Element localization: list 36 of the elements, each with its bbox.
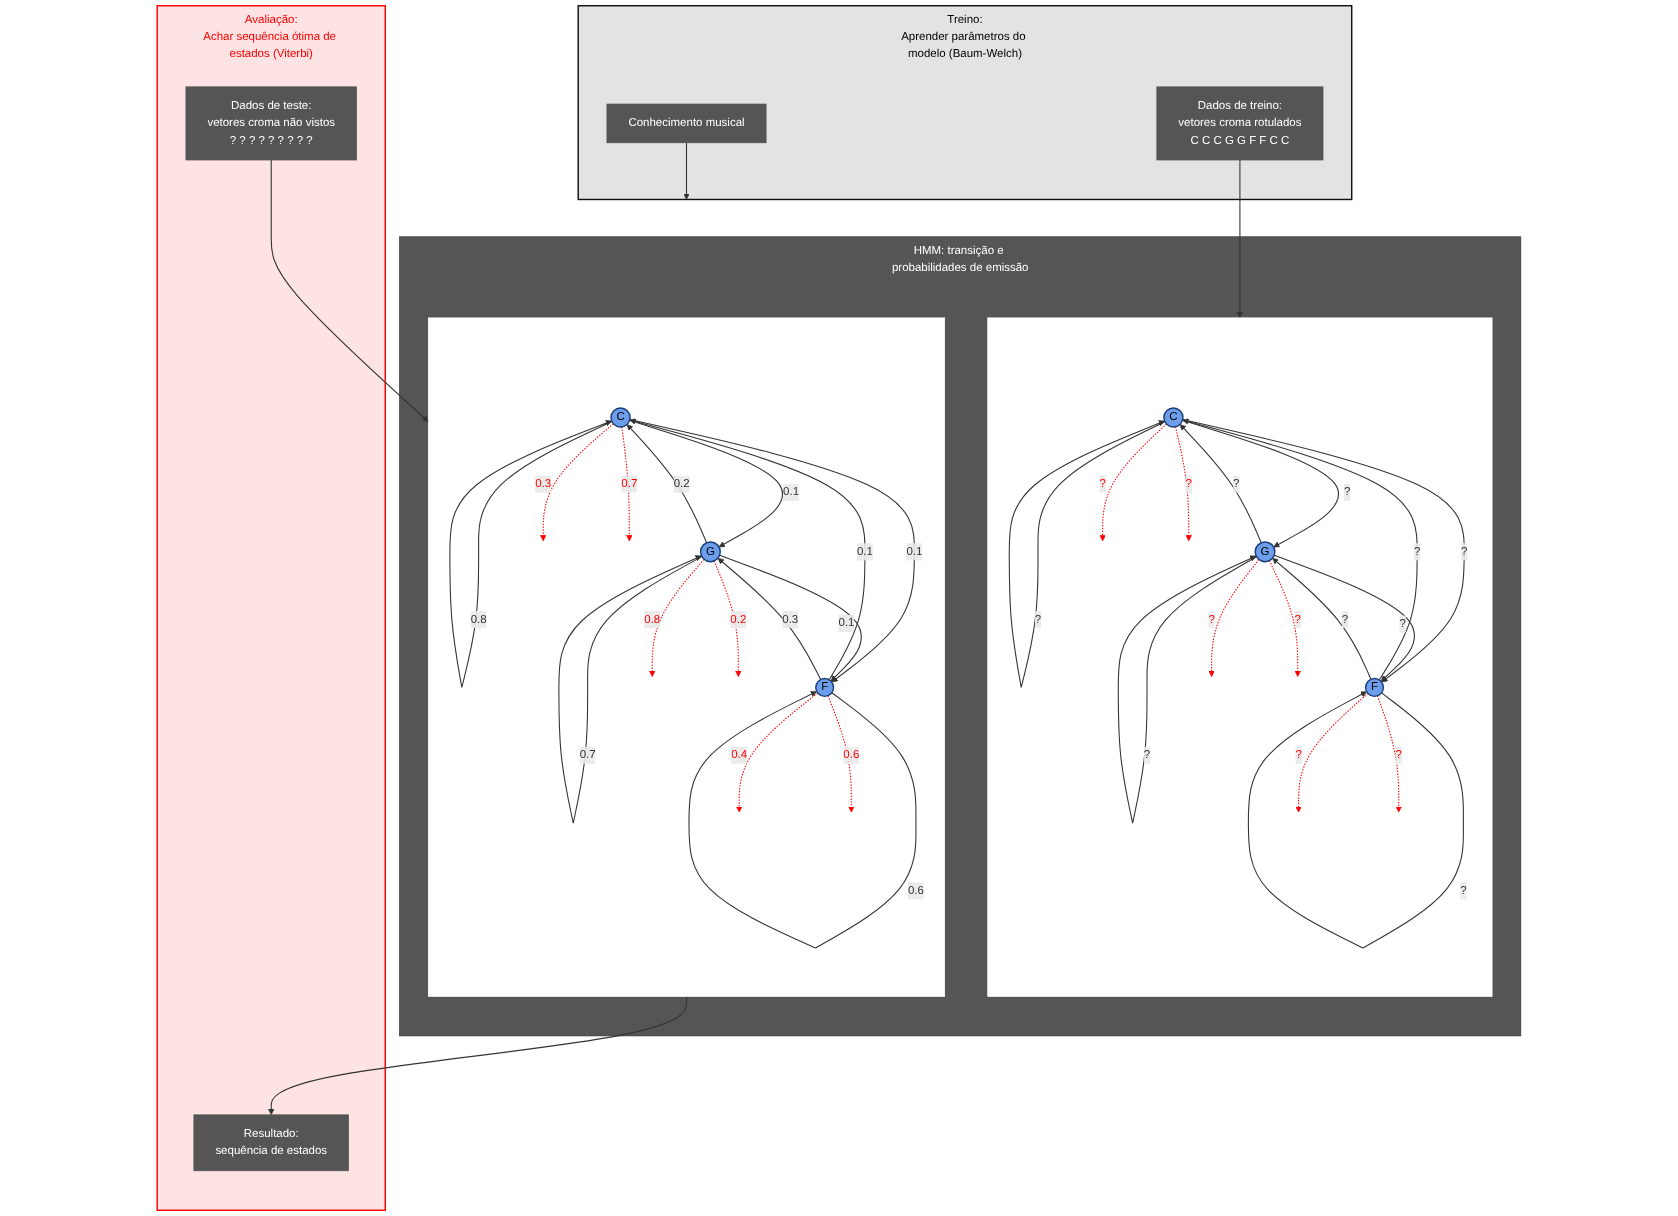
arrow [683, 142, 690, 200]
arrow [270, 159, 429, 422]
arrow [688, 691, 917, 949]
arrow [558, 555, 703, 824]
arrow [1117, 555, 1258, 824]
arrow [1272, 557, 1372, 680]
arrow [1099, 423, 1168, 542]
arrow [1247, 691, 1464, 949]
arrow [268, 995, 688, 1116]
arrow [1295, 692, 1369, 813]
arrow [621, 426, 633, 542]
cluster [427, 317, 946, 997]
arrow [649, 558, 705, 677]
arrow [1268, 560, 1301, 677]
arrow [1236, 159, 1244, 319]
arrow [719, 554, 862, 682]
arrow [1182, 418, 1418, 681]
arrow [629, 419, 784, 548]
arrow [629, 418, 866, 681]
arrow [1273, 554, 1415, 682]
arrow [540, 423, 614, 542]
arrow [1182, 419, 1340, 548]
cluster [987, 317, 1493, 997]
arrow [1376, 695, 1402, 813]
arrow [717, 557, 822, 681]
arrow [629, 419, 915, 683]
arrow [736, 692, 819, 813]
arrow [827, 695, 855, 813]
arrow [1208, 559, 1260, 677]
arrow [713, 560, 742, 677]
arrow [1179, 424, 1262, 544]
arrow [1175, 426, 1192, 542]
arrow [1008, 420, 1166, 688]
arrow [1182, 419, 1465, 683]
arrow [626, 424, 708, 544]
arrow [449, 420, 613, 688]
